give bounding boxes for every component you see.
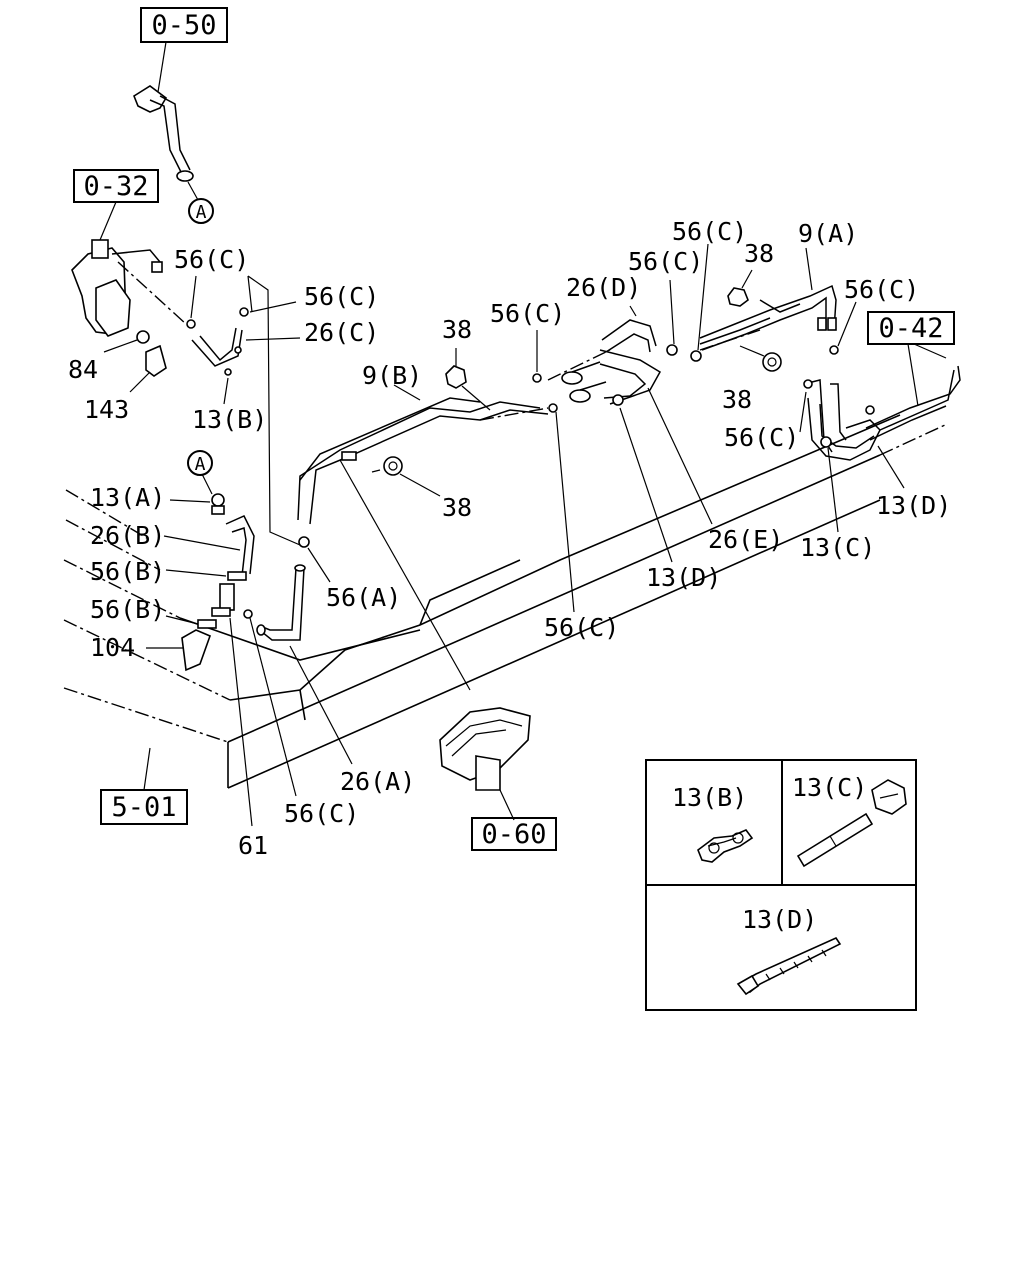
pipes-26d-26e (547, 305, 713, 563)
label-38-c: 38 (442, 493, 472, 522)
circle-a-top-label: A (196, 202, 207, 223)
clips-56c-center (479, 243, 709, 613)
label-13d-right: 13(D) (876, 491, 951, 520)
clip-13b-icon (697, 829, 754, 863)
ref-0-50-label: 0-50 (151, 10, 216, 41)
clip-13c-icon (796, 779, 907, 868)
left-hose-group (146, 473, 353, 827)
clip-legend-box: 13(B) 13(C) 13(D) (645, 759, 917, 1011)
label-26c: 26(C) (304, 318, 379, 347)
ref-box-0-50: 0-50 (140, 7, 228, 43)
circle-a-left: A (187, 450, 213, 476)
label-104: 104 (90, 633, 135, 662)
fuel-filter-assembly (71, 201, 187, 393)
label-26d: 26(D) (566, 273, 641, 302)
ref-box-0-60: 0-60 (471, 817, 557, 851)
label-13c: 13(C) (800, 533, 875, 562)
label-13d-mid: 13(D) (646, 563, 721, 592)
circle-a-top: A (188, 198, 214, 224)
circle-a-left-label: A (195, 454, 206, 475)
nuts-38-right (727, 269, 857, 433)
ref-box-0-42: 0-42 (867, 311, 955, 345)
nut-38-c (371, 456, 441, 497)
label-26a: 26(A) (340, 767, 415, 796)
label-56c-c: 56(C) (672, 217, 747, 246)
label-56b-2: 56(B) (90, 595, 165, 624)
label-143: 143 (84, 395, 129, 424)
label-26e: 26(E) (708, 525, 783, 554)
callout-labels: 56(C) 56(C) 26(C) 84 143 13(B) 9(B) 38 5… (68, 217, 951, 860)
label-9a: 9(A) (798, 219, 858, 248)
legend-13b-label: 13(B) (672, 783, 747, 812)
ref-0-32-label: 0-32 (83, 171, 148, 202)
legend-13d-label: 13(D) (742, 905, 817, 934)
label-13a: 13(A) (90, 483, 165, 512)
label-56a: 56(A) (326, 583, 401, 612)
hose-26c (186, 275, 301, 546)
label-56c-e: 56(C) (544, 613, 619, 642)
label-56c-top-left: 56(C) (174, 245, 249, 274)
frame-rail (63, 414, 946, 789)
label-38-top: 38 (744, 239, 774, 268)
ref-5-01-label: 5-01 (111, 792, 176, 823)
pipe-9b (297, 384, 549, 691)
legend-13c-label: 13(C) (792, 773, 867, 802)
ref-0-42-label: 0-42 (878, 313, 943, 344)
bracket-0-60 (439, 707, 531, 821)
label-56c-bottom: 56(C) (284, 799, 359, 828)
label-84: 84 (68, 355, 98, 384)
inlet-pipe (133, 41, 199, 201)
label-38-b: 38 (722, 385, 752, 414)
label-38-a: 38 (442, 315, 472, 344)
pipe-9a (699, 247, 837, 351)
label-56b-1: 56(B) (90, 557, 165, 586)
ref-box-0-32: 0-32 (73, 169, 159, 203)
label-26b: 26(B) (90, 521, 165, 550)
label-56c-mid: 56(C) (490, 299, 565, 328)
label-9b: 9(B) (362, 361, 422, 390)
ref-0-60-label: 0-60 (481, 819, 546, 850)
label-56c-left2: 56(C) (304, 282, 379, 311)
right-hose-group (807, 343, 961, 533)
label-56c-b: 56(C) (628, 247, 703, 276)
label-56c-d: 56(C) (724, 423, 799, 452)
label-13b: 13(B) (192, 405, 267, 434)
label-56c-right: 56(C) (844, 275, 919, 304)
tie-13d-icon (736, 936, 842, 996)
ref-box-5-01: 5-01 (100, 747, 188, 825)
nut-38-a (445, 348, 491, 411)
label-61: 61 (238, 831, 268, 860)
